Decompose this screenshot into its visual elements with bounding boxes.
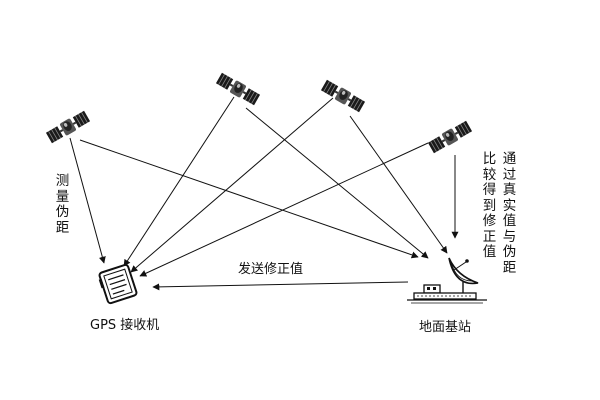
signal-line-sat1-base <box>79 139 419 259</box>
signal-line-sat2-base <box>245 107 429 259</box>
compare-correction-label: 比较得到修正值 <box>482 151 497 260</box>
satellite-icon <box>214 70 262 108</box>
send-correction-label: 发送修正值 <box>238 262 304 277</box>
true-vs-pseudo-label: 通过真实值与伪距 <box>502 151 517 276</box>
receiver-label: GPS 接收机 <box>90 318 160 333</box>
satellite-icon <box>426 118 474 156</box>
dish-antenna-icon <box>407 257 487 304</box>
signal-line-sat1-receiver <box>69 137 106 264</box>
gps-receiver-icon <box>98 263 138 305</box>
satellite-icon <box>319 77 367 115</box>
satellite-icon <box>44 108 92 146</box>
base-station-label: 地面基站 <box>419 320 472 335</box>
measure-pseudorange-label: 测量伪距 <box>55 173 70 236</box>
signal-line-sat4-receiver <box>139 142 429 277</box>
signal-line-sat3-base <box>349 115 448 254</box>
signal-line-sat2-receiver <box>123 96 235 267</box>
signal-line-sat3-receiver <box>130 97 334 273</box>
correction-arrow <box>152 281 409 291</box>
